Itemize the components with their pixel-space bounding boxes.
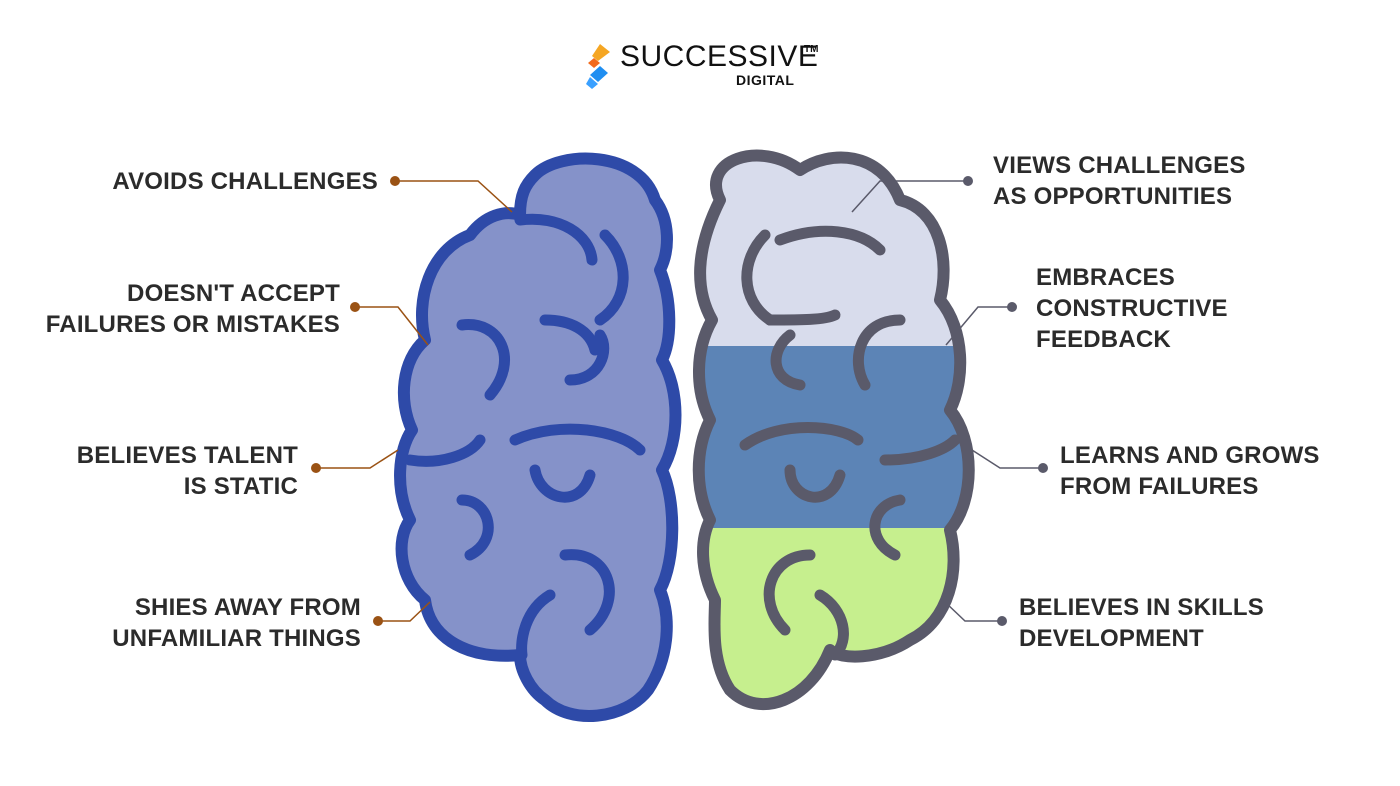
connector-line xyxy=(395,180,513,213)
growth-trait-feedback: EMBRACES CONSTRUCTIVE FEEDBACK xyxy=(1036,264,1228,353)
left-fold xyxy=(564,329,610,386)
fixed-trait-failures: DOESN'T ACCEPT FAILURES OR MISTAKES xyxy=(45,280,340,338)
right-fold xyxy=(784,464,846,503)
left-connectors xyxy=(316,180,513,622)
left-fold xyxy=(456,494,494,561)
left-fold xyxy=(529,464,596,503)
connector-dot xyxy=(350,302,360,312)
right-fold xyxy=(774,225,886,256)
left-fold xyxy=(594,229,629,326)
connector-dot xyxy=(373,616,383,626)
right-connectors xyxy=(851,180,1043,622)
connector-line xyxy=(851,180,968,213)
right-fold xyxy=(739,422,864,451)
logo-mark-icon xyxy=(586,44,610,89)
connector-dot xyxy=(997,616,1007,626)
left-connector-dots xyxy=(311,176,400,626)
right-fold xyxy=(814,589,849,661)
left-fold xyxy=(509,423,646,456)
fixed-trait-avoids-challenges: AVOIDS CHALLENGES xyxy=(112,168,378,195)
connector-dot xyxy=(963,176,973,186)
right-brain-outline xyxy=(692,149,975,711)
left-fold xyxy=(559,549,615,636)
right-fold xyxy=(764,309,841,326)
connector-line xyxy=(971,449,1043,469)
connector-dot xyxy=(390,176,400,186)
right-fold xyxy=(879,434,961,466)
growth-trait-challenges: VIEWS CHALLENGES AS OPPORTUNITIES xyxy=(993,152,1246,210)
left-fold xyxy=(456,319,510,401)
growth-trait-skills: BELIEVES IN SKILLS DEVELOPMENT xyxy=(1019,594,1264,652)
fixed-trait-talent-static: BELIEVES TALENT IS STATIC xyxy=(76,442,298,500)
right-fold xyxy=(770,329,806,391)
left-brain xyxy=(394,152,682,722)
connector-dot xyxy=(311,463,321,473)
right-fold xyxy=(741,229,776,326)
left-fold xyxy=(516,589,556,661)
connector-line xyxy=(944,601,1002,622)
right-brain xyxy=(692,149,975,711)
connector-line xyxy=(316,449,399,469)
right-fold xyxy=(763,549,816,636)
left-fold xyxy=(514,213,598,266)
right-connector-dots xyxy=(963,176,1048,626)
left-fold xyxy=(539,314,601,356)
connector-line xyxy=(945,306,1012,346)
growth-trait-failures: LEARNS AND GROWS FROM FAILURES xyxy=(1060,442,1320,500)
logo-subtitle: DIGITAL xyxy=(736,72,795,88)
connector-dot xyxy=(1007,302,1017,312)
left-fold xyxy=(404,434,486,467)
left-brain-folds xyxy=(404,213,646,661)
right-brain-folds xyxy=(739,225,961,661)
right-fold xyxy=(852,314,906,391)
connector-dot xyxy=(1038,463,1048,473)
logo-trademark: TM xyxy=(804,44,819,55)
right-brain-band-middle xyxy=(698,346,969,528)
fixed-trait-unfamiliar: SHIES AWAY FROM UNFAMILIAR THINGS xyxy=(112,594,361,652)
right-fold xyxy=(869,494,906,561)
logo-wordmark: SUCCESSIVE xyxy=(620,40,819,73)
connector-line xyxy=(355,306,429,346)
connector-line xyxy=(378,601,431,622)
successive-digital-logo: SUCCESSIVE TM DIGITAL xyxy=(586,40,826,92)
